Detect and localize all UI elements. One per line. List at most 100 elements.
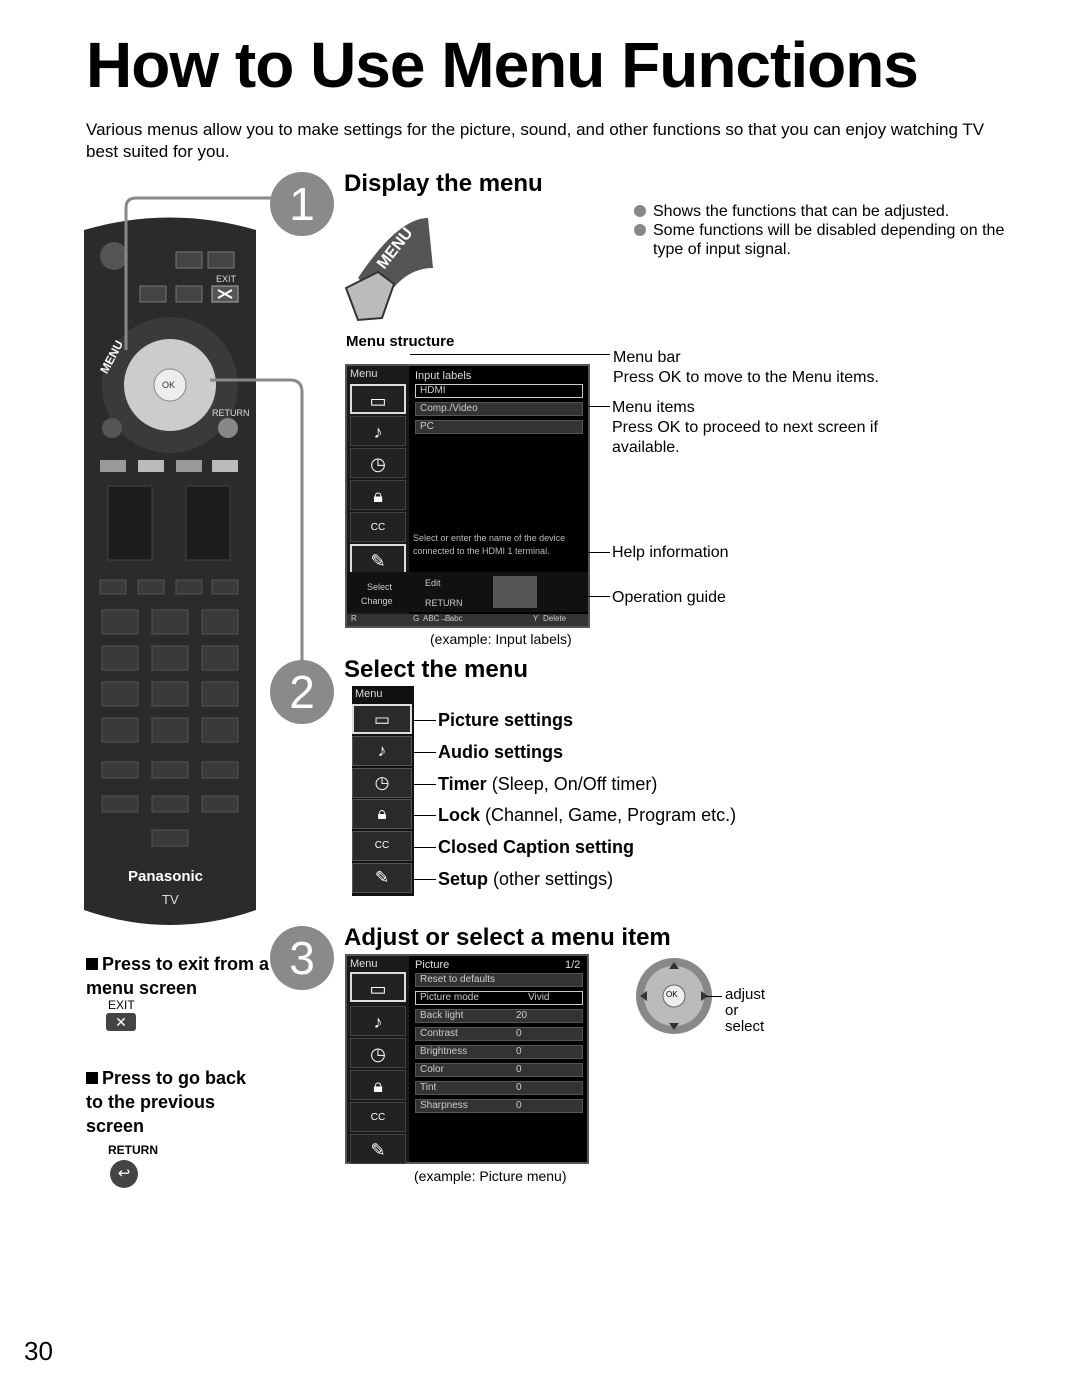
- cc-icon[interactable]: CC: [350, 512, 406, 542]
- remote-control: EXIT OK RETURN Panasonic TV MENU: [84, 210, 256, 930]
- timer-icon[interactable]: ◷: [350, 448, 406, 478]
- leader: [414, 752, 436, 753]
- bullet-icon: [634, 224, 646, 236]
- operation-guide: Select Change Edit RETURN: [347, 572, 588, 612]
- setup-icon[interactable]: ✎: [350, 544, 406, 574]
- audio-icon[interactable]: ♪: [352, 736, 412, 766]
- menu-audio-settings: Audio settings: [438, 742, 563, 762]
- audio-icon[interactable]: ♪: [350, 1006, 406, 1036]
- leader: [706, 996, 722, 997]
- cc-icon[interactable]: CC: [352, 831, 412, 861]
- menu-structure-screen: Menu Input labels ▭ ♪ ◷ 🔒︎ CC ✎ HDMI Com…: [345, 364, 590, 628]
- timer-icon[interactable]: ◷: [350, 1038, 406, 1068]
- bullet-icon: [634, 205, 646, 217]
- lock-icon[interactable]: 🔒︎: [350, 480, 406, 510]
- leader: [414, 847, 436, 848]
- menu-item-comp-video[interactable]: Comp./Video: [415, 402, 583, 416]
- remote-tv-label: TV: [162, 892, 179, 907]
- caption-picture-menu: (example: Picture menu): [414, 1168, 567, 1184]
- callout-menu-items-desc: Press OK to proceed to next screen if av…: [612, 419, 878, 456]
- callout-menu-bar: Menu bar: [613, 349, 681, 366]
- exit-button-icon: ✕: [106, 1013, 136, 1031]
- step-3-number: 3: [270, 926, 334, 990]
- page-indicator: 1/2: [565, 959, 581, 971]
- remote-ok-label: OK: [162, 380, 176, 390]
- menu-timer: Timer (Sleep, On/Off timer): [438, 774, 658, 794]
- audio-icon[interactable]: ♪: [350, 416, 406, 446]
- lock-icon[interactable]: 🔒︎: [352, 799, 412, 829]
- menu-item-hdmi[interactable]: HDMI: [415, 384, 583, 398]
- step-3-heading: Adjust or select a menu item: [344, 924, 671, 951]
- keypad-icon: [493, 576, 537, 608]
- picture-icon[interactable]: ▭: [350, 972, 406, 1002]
- menu-setup: Setup (other settings): [438, 869, 614, 889]
- callout-menu-items: Menu items: [612, 399, 695, 416]
- page-number: 30: [24, 1336, 53, 1366]
- exit-key-label: EXIT: [108, 998, 135, 1012]
- leader: [414, 815, 436, 816]
- step-1-note-1: Shows the functions that can be adjusted…: [634, 202, 949, 221]
- callout-op-guide: Operation guide: [612, 589, 726, 606]
- step-2-heading: Select the menu: [344, 656, 529, 683]
- leader-menu-items: [585, 406, 610, 407]
- exit-note: Press to exit from a menu screen: [86, 952, 276, 1000]
- menu-bar-title: Input labels: [415, 370, 472, 382]
- step-1-number: 1: [270, 172, 334, 236]
- leader-op-guide: [585, 596, 610, 597]
- remote-return-label: RETURN: [212, 408, 250, 418]
- menu-item-pc[interactable]: PC: [415, 420, 583, 434]
- picture-menu-screen: Menu Picture 1/2 ▭ ♪ ◷ 🔒︎ CC ✎ Reset to …: [345, 954, 589, 1164]
- step-1-heading: Display the menu: [344, 170, 543, 197]
- menu-label: Menu: [350, 368, 378, 380]
- cc-icon[interactable]: CC: [350, 1102, 406, 1132]
- intro-text: Various menus allow you to make settings…: [86, 120, 985, 161]
- note-text: Some functions will be disabled dependin…: [653, 222, 1005, 258]
- lock-icon[interactable]: 🔒︎: [350, 1070, 406, 1100]
- menu-bar-title: Picture: [415, 959, 450, 971]
- menu-lock: Lock (Channel, Game, Program etc.): [438, 805, 737, 825]
- back-note-text: Press to go back to the previous screen: [86, 1068, 247, 1136]
- return-button-icon: ↩: [110, 1160, 138, 1188]
- setup-icon[interactable]: ✎: [350, 1134, 406, 1164]
- picture-icon[interactable]: ▭: [350, 384, 406, 414]
- callout-help-info: Help information: [612, 544, 729, 561]
- step-1-note-2: Some functions will be disabled dependin…: [634, 221, 1033, 259]
- exit-note-text: Press to exit from a menu screen: [86, 954, 270, 998]
- help-text: Select or enter the name of the device c…: [413, 533, 566, 556]
- caption-input-labels: (example: Input labels): [430, 631, 572, 647]
- menu-picture-settings: Picture settings: [438, 710, 574, 730]
- leader: [414, 720, 436, 721]
- menu-label: Menu: [355, 688, 383, 700]
- return-key-label: RETURN: [108, 1143, 158, 1157]
- leader-help: [585, 552, 610, 553]
- ok-label: OK: [666, 990, 678, 999]
- menu-label: Menu: [350, 958, 378, 970]
- row-reset[interactable]: Reset to defaults: [415, 973, 583, 987]
- remote-brand: Panasonic: [128, 868, 204, 885]
- remote-exit-label: EXIT: [216, 274, 237, 284]
- hand-menu-icon: [344, 218, 433, 322]
- picture-icon[interactable]: ▭: [352, 704, 412, 734]
- timer-icon[interactable]: ◷: [352, 768, 412, 798]
- square-bullet-icon: [86, 958, 98, 970]
- square-bullet-icon: [86, 1072, 98, 1084]
- callout-lines: [124, 196, 304, 697]
- step-2-number: 2: [270, 660, 334, 724]
- callout-menu-bar-desc: Press OK to move to the Menu items.: [613, 369, 879, 386]
- select-menu-column: Menu ▭ ♪ ◷ 🔒︎ CC ✎: [352, 686, 414, 896]
- note-text: Shows the functions that can be adjusted…: [653, 203, 950, 220]
- remote-illustration: [84, 217, 256, 925]
- leader-menu-bar: [410, 354, 610, 355]
- leader: [414, 879, 436, 880]
- color-key-bar: R G ABC→ abc B Y Delete: [347, 614, 588, 626]
- setup-icon[interactable]: ✎: [352, 863, 412, 893]
- menu-structure-heading: Menu structure: [346, 333, 455, 350]
